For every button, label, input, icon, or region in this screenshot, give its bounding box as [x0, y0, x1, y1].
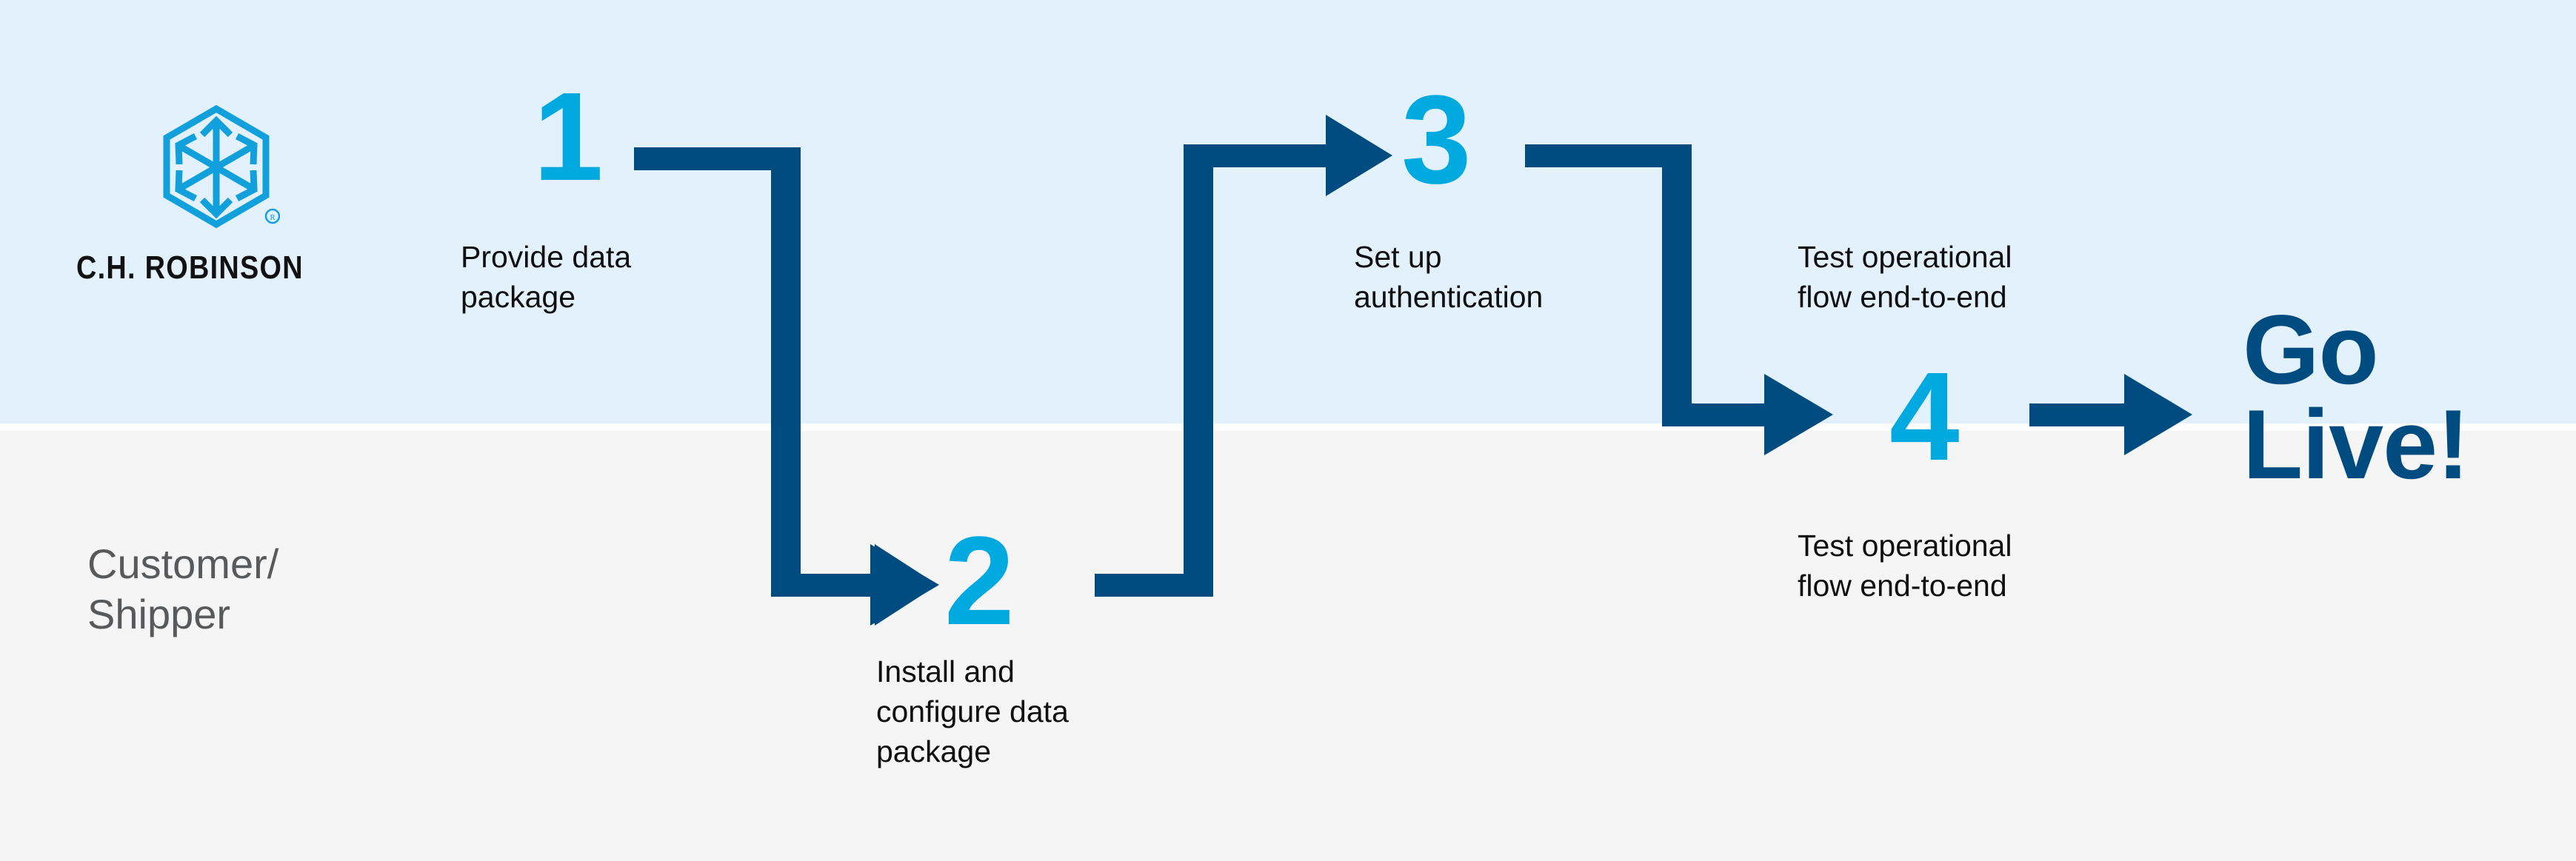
step-label-3: Set up authentication [1354, 237, 1635, 317]
step-number-4: 4 [1889, 346, 1960, 487]
swimlane-divider [0, 423, 2576, 431]
lane-label-line2: Shipper [87, 591, 231, 638]
step-number-2: 2 [944, 511, 1015, 651]
lane-label-line1: Customer/ [87, 540, 279, 587]
step-number-1: 1 [533, 67, 604, 207]
step-number-3: 3 [1401, 70, 1472, 210]
step-label-4-line2: flow end-to-end [1798, 569, 2007, 603]
step-label-3-line2: authentication [1354, 280, 1544, 315]
swimlane-label-customer-shipper: Customer/ Shipper [87, 539, 473, 640]
connector-step4-to-golive [2029, 374, 2192, 455]
connector-step1-to-step2 [634, 147, 939, 626]
step-label-3-line1: Set up [1354, 240, 1442, 274]
note-test-operational-flow-top: Test operational flow end-to-end [1798, 237, 2094, 317]
go-live-line1: Go [2243, 295, 2379, 405]
step-label-1-line1: Provide data [461, 240, 632, 274]
step-label-2-line1: Install and [876, 654, 1015, 689]
brand-wordmark: C.H. ROBINSON [76, 249, 304, 286]
top-swimlane-band [0, 0, 2576, 423]
step-label-1-line2: package [461, 280, 576, 315]
go-live-line2: Live! [2243, 389, 2469, 500]
step-label-2-line3: package [876, 734, 992, 769]
connector-step2-to-step3 [1095, 115, 1392, 597]
step-label-4: Test operational flow end-to-end [1798, 526, 2094, 606]
note-top-line1: Test operational [1798, 240, 2012, 274]
bottom-swimlane-band [0, 431, 2576, 861]
step-label-2-line2: configure data [876, 694, 1069, 729]
outcome-go-live: Go Live! [2243, 295, 2469, 500]
step-label-4-line1: Test operational [1798, 529, 2012, 563]
chrobinson-hexagon-logo-icon: R [163, 105, 280, 229]
step-label-2: Install and configure data package [876, 651, 1143, 771]
step-label-1: Provide data package [461, 237, 705, 317]
note-top-line2: flow end-to-end [1798, 280, 2007, 315]
svg-text:R: R [270, 213, 276, 222]
connector-step3-to-step4 [1525, 144, 1833, 455]
